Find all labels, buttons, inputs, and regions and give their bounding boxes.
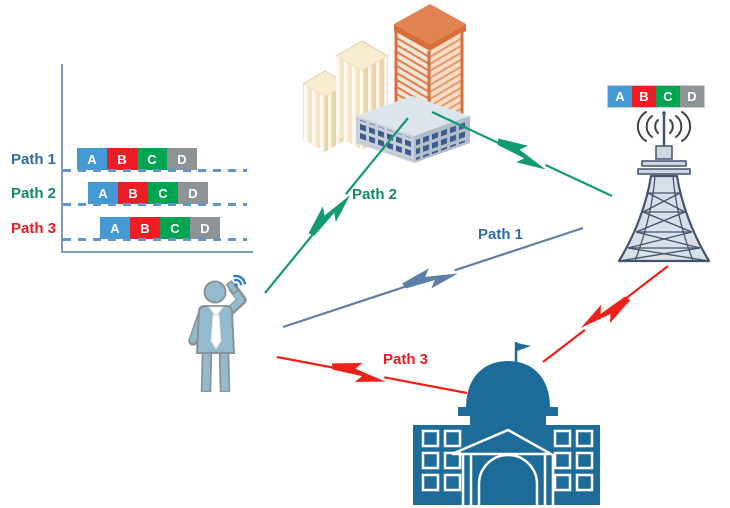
- timing-axis-horizontal: [61, 251, 253, 253]
- signal-path-line: [542, 328, 586, 363]
- symbol-block-c: C: [148, 182, 178, 204]
- symbol-block-d: D: [680, 86, 704, 107]
- symbol-block-a: A: [77, 148, 107, 170]
- capitol-building-icon: [413, 342, 600, 505]
- signal-paths-layer: [264, 111, 669, 395]
- symbol-block-b: B: [632, 86, 656, 107]
- symbol-block-c: C: [160, 217, 190, 239]
- lightning-bolt: [580, 296, 631, 328]
- phone-icon: [225, 280, 240, 295]
- signal-path-line: [431, 111, 499, 145]
- symbol-block-d: D: [178, 182, 208, 204]
- signal-path-line: [264, 233, 314, 294]
- tie: [208, 306, 224, 318]
- signal-path-line: [276, 355, 334, 369]
- symbol-block-a: A: [100, 217, 130, 239]
- timing-dashline-path2: [63, 203, 247, 206]
- timing-dashline-path3: [63, 238, 247, 241]
- symbol-block-c: C: [137, 148, 167, 170]
- scene-label-path2: Path 2: [352, 186, 398, 203]
- city-buildings-icon: [302, 4, 470, 163]
- lightning-bolt: [308, 195, 351, 236]
- scene-label-path3: Path 3: [383, 351, 429, 368]
- symbol-block-c: C: [656, 86, 680, 107]
- dome: [466, 361, 550, 408]
- timing-axis-vertical: [61, 64, 63, 252]
- signal-path-line: [625, 265, 669, 300]
- person-on-phone-icon: [188, 274, 247, 393]
- phone-signal-icon: [233, 274, 247, 286]
- flag-icon: [517, 343, 531, 351]
- timing-label-path1: Path 1: [10, 151, 56, 168]
- antenna-waves-icon: [636, 111, 692, 142]
- symbol-block-b: B: [130, 217, 160, 239]
- scene-label-path1: Path 1: [478, 226, 524, 243]
- signal-path-line: [282, 285, 406, 329]
- timing-label-path3: Path 3: [10, 220, 56, 237]
- lightning-bolt: [331, 363, 386, 382]
- arch-door: [477, 453, 539, 505]
- signal-path-line: [344, 117, 409, 195]
- lightning-bolt: [497, 138, 546, 170]
- signal-path-line: [454, 226, 584, 272]
- symbol-block-b: B: [118, 182, 148, 204]
- signal-path-line: [384, 376, 468, 395]
- signal-path-line: [545, 163, 613, 197]
- timing-dashline-path1: [63, 169, 247, 172]
- symbol-block-a: A: [88, 182, 118, 204]
- symbol-block-d: D: [190, 217, 220, 239]
- pediment: [451, 428, 556, 456]
- timing-label-path2: Path 2: [10, 185, 56, 202]
- radio-tower-icon: [617, 111, 711, 263]
- symbol-block-a: A: [608, 86, 632, 107]
- lightning-bolt: [402, 268, 458, 289]
- symbol-block-d: D: [167, 148, 197, 170]
- symbol-block-b: B: [107, 148, 137, 170]
